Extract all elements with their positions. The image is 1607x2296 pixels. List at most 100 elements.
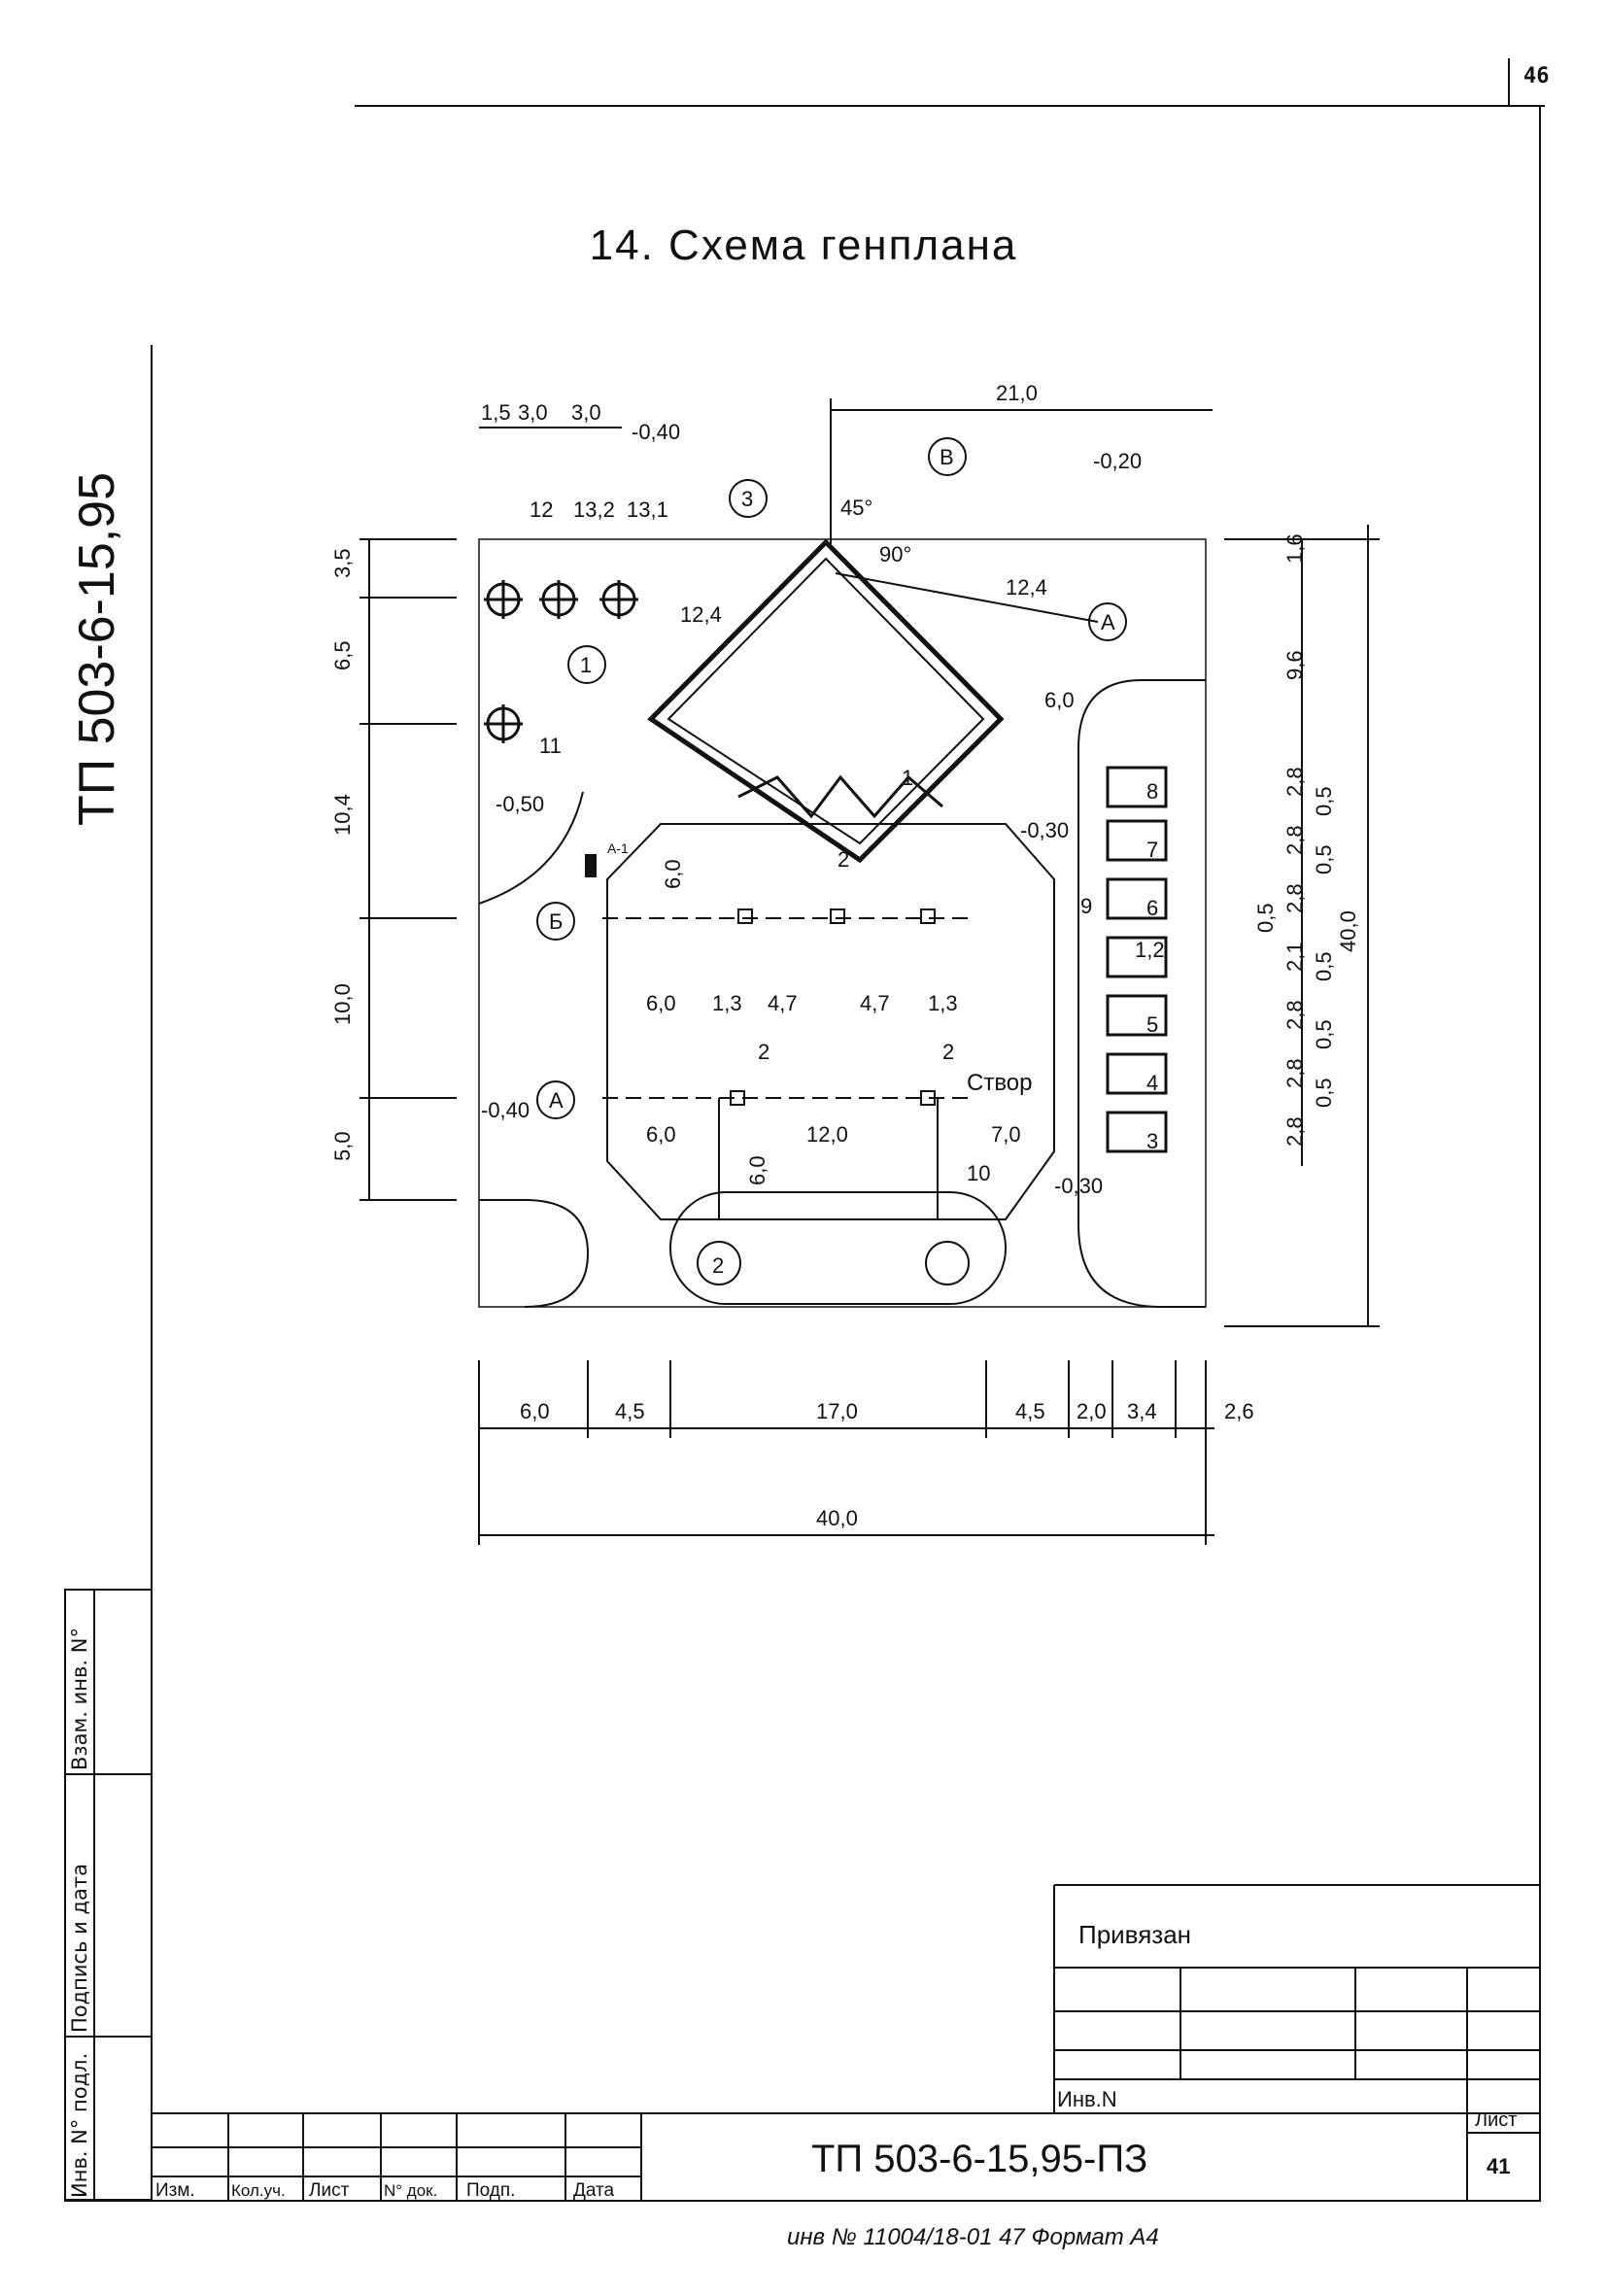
- side-stamp: [64, 1589, 152, 2201]
- inner-dim: 6,0: [661, 859, 685, 889]
- top-dim: 1,5: [481, 400, 511, 425]
- col-data: Дата: [573, 2180, 615, 2201]
- document-code: ТП 503-6-15,95-ПЗ: [811, 2138, 1147, 2180]
- sheet-number: 46: [1523, 64, 1550, 88]
- angle: 90°: [879, 542, 911, 566]
- elevation: -0,20: [1093, 449, 1142, 473]
- angle: 45°: [840, 496, 872, 520]
- inner-dim: 1,3: [712, 991, 742, 1015]
- inner-dim: 7,0: [991, 1122, 1021, 1147]
- bottom-dim: 6,0: [520, 1399, 550, 1423]
- right-dim: 2,8: [1282, 883, 1307, 913]
- inner-dim: 6,0: [745, 1155, 769, 1185]
- plan-label: 5: [1146, 1012, 1158, 1037]
- total-dim: 40,0: [816, 1506, 858, 1530]
- right-dim: 0,5: [1312, 951, 1336, 981]
- inner-dim: 12,0: [806, 1122, 848, 1147]
- axis-label: 3: [741, 487, 753, 511]
- inv-label: Инв.N: [1057, 2087, 1117, 2111]
- header-rule: [355, 105, 1545, 107]
- right-dim: 0,5: [1312, 1078, 1336, 1108]
- plan-label: 3: [1146, 1129, 1158, 1153]
- side-stamp-row: [64, 2036, 152, 2038]
- frame-right: [1539, 105, 1541, 2202]
- side-stamp-row: [64, 1773, 152, 1775]
- col-podp: Подп.: [466, 2180, 515, 2201]
- right-dim: 2,8: [1282, 825, 1307, 855]
- plan-label: 2: [758, 1040, 769, 1064]
- col-n-dok: N° док.: [384, 2181, 437, 2200]
- right-dim: 0,5: [1312, 786, 1336, 816]
- elevation: -0,50: [496, 792, 544, 816]
- axis-label: А: [549, 1088, 564, 1113]
- marker: 12: [530, 497, 553, 522]
- plan-label: 1: [902, 766, 913, 790]
- right-dim: 2,8: [1282, 1116, 1307, 1147]
- plan-label: 9: [1080, 894, 1092, 918]
- elevation: -0,30: [1020, 818, 1069, 842]
- col-kol-uch: Кол.уч.: [231, 2181, 286, 2200]
- marker: 13,2: [573, 497, 615, 522]
- left-dim: 10,0: [330, 983, 355, 1025]
- plan-label: 2: [942, 1040, 954, 1064]
- plan-label: Створ: [967, 1070, 1033, 1096]
- right-dim: 2,8: [1282, 1058, 1307, 1088]
- page-title: 14. Схема генплана: [589, 222, 1018, 269]
- plan-label: 4: [1146, 1071, 1158, 1095]
- right-dim: 2,8: [1282, 767, 1307, 797]
- side-stamp-col: [93, 1589, 95, 2201]
- marker: А-1: [607, 840, 629, 856]
- inner-dim: 4,7: [768, 991, 798, 1015]
- right-dim: 40,0: [1336, 910, 1360, 952]
- bottom-dim: 4,5: [615, 1399, 645, 1423]
- col-list: Лист: [309, 2180, 350, 2201]
- bottom-dim: 2,6: [1224, 1399, 1254, 1423]
- marker: 13,1: [627, 497, 668, 522]
- axis-label: Б: [549, 909, 563, 934]
- bottom-dim: 4,5: [1015, 1399, 1045, 1423]
- diag-dim: 12,4: [680, 602, 722, 627]
- left-dim: 3,5: [330, 548, 355, 578]
- right-dim: 9,6: [1282, 650, 1307, 680]
- inner-dim: 6,0: [646, 991, 676, 1015]
- right-dim: 0,5: [1253, 903, 1278, 933]
- axis-label: В: [940, 445, 954, 469]
- bottom-dim: 17,0: [816, 1399, 858, 1423]
- privyazan-label: Привязан: [1078, 1920, 1191, 1949]
- diag-dim: 6,0: [1044, 688, 1075, 712]
- top-dim: 21,0: [996, 381, 1038, 405]
- elevation: -0,30: [1054, 1174, 1103, 1198]
- plan-label: 2: [838, 847, 849, 872]
- left-dim: 5,0: [330, 1131, 355, 1161]
- list-label: Лист: [1475, 2109, 1517, 2131]
- bottom-dim: 3,4: [1127, 1399, 1157, 1423]
- inner-dim: 1,3: [928, 991, 958, 1015]
- right-dim: 2,1: [1282, 942, 1307, 972]
- right-dim: 0,5: [1312, 1019, 1336, 1049]
- footer-note: инв № 11004/18-01 47 Формат А4: [787, 2224, 1159, 2250]
- top-dim: 3,0: [571, 400, 601, 425]
- sheet-number-divider: [1508, 58, 1510, 107]
- right-dim: 0,5: [1312, 844, 1336, 874]
- elevation: -0,40: [481, 1098, 530, 1122]
- right-dim: 1,6: [1282, 533, 1307, 564]
- plan-label: 7: [1146, 838, 1158, 862]
- list-value: 41: [1487, 2154, 1510, 2178]
- inner-dim: 6,0: [646, 1122, 676, 1147]
- inner-dim: 4,7: [860, 991, 890, 1015]
- bottom-dim: 2,0: [1077, 1399, 1107, 1423]
- top-dim: 3,0: [518, 400, 548, 425]
- frame-left: [151, 345, 153, 2201]
- plan-label: 6: [1146, 896, 1158, 920]
- right-dim: 2,8: [1282, 1000, 1307, 1030]
- plan-label: 8: [1146, 779, 1158, 804]
- left-dim: 10,4: [330, 794, 355, 836]
- plan-label: 10: [967, 1161, 990, 1185]
- col-izm: Изм.: [155, 2180, 195, 2201]
- axis-label: А: [1101, 610, 1115, 634]
- axis-label: 1: [580, 653, 592, 677]
- inner-dim: 1,2: [1135, 938, 1165, 962]
- marker: 11: [539, 734, 562, 758]
